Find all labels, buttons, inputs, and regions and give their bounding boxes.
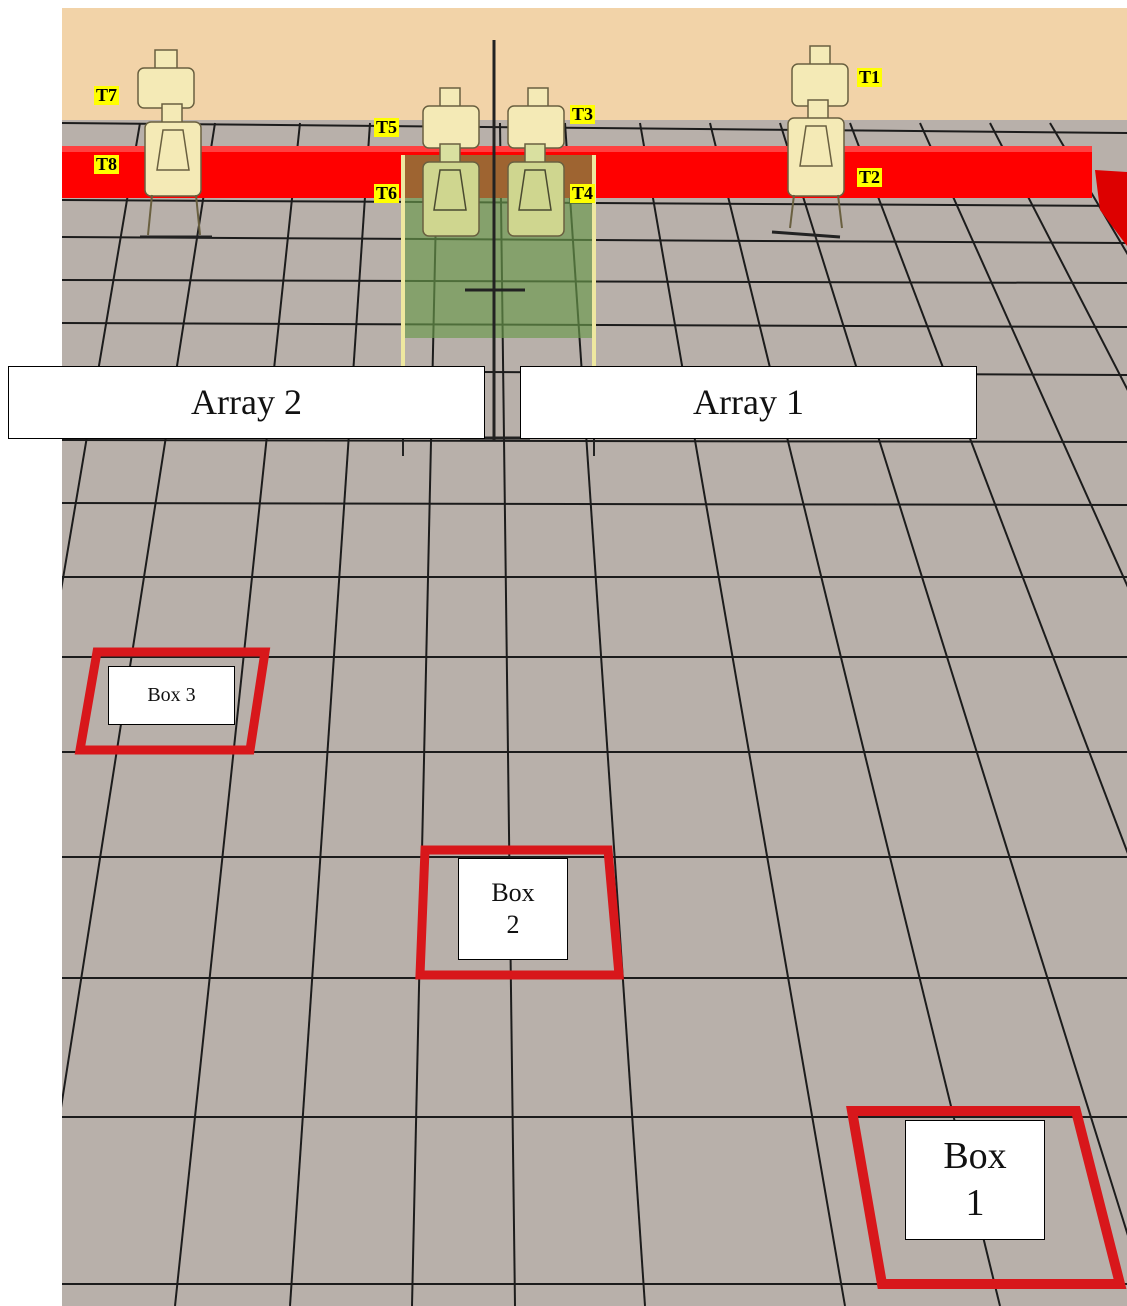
box-2-text: Box 2 <box>491 877 534 942</box>
target-tag-t5: T5 <box>374 118 399 137</box>
box-1-text: Box 1 <box>943 1133 1006 1228</box>
target-tag-t4: T4 <box>570 184 595 203</box>
target-tag-t3: T3 <box>570 105 595 124</box>
array-1-label: Array 1 <box>520 366 977 439</box>
target-tag-t2: T2 <box>857 168 882 187</box>
box-2-label: Box 2 <box>458 858 568 960</box>
box-3-label: Box 3 <box>108 666 235 725</box>
target-tag-t8: T8 <box>94 155 119 174</box>
target-tag-t6: T6 <box>374 184 399 203</box>
target-tag-t1: T1 <box>857 68 882 87</box>
array-2-label: Array 2 <box>8 366 485 439</box>
box-3-text: Box 3 <box>147 683 195 708</box>
red-barrier-top <box>62 146 1092 152</box>
array-1-text: Array 1 <box>693 380 804 425</box>
array-2-text: Array 2 <box>191 380 302 425</box>
target-tag-t7: T7 <box>94 86 119 105</box>
box-1-label: Box 1 <box>905 1120 1045 1240</box>
